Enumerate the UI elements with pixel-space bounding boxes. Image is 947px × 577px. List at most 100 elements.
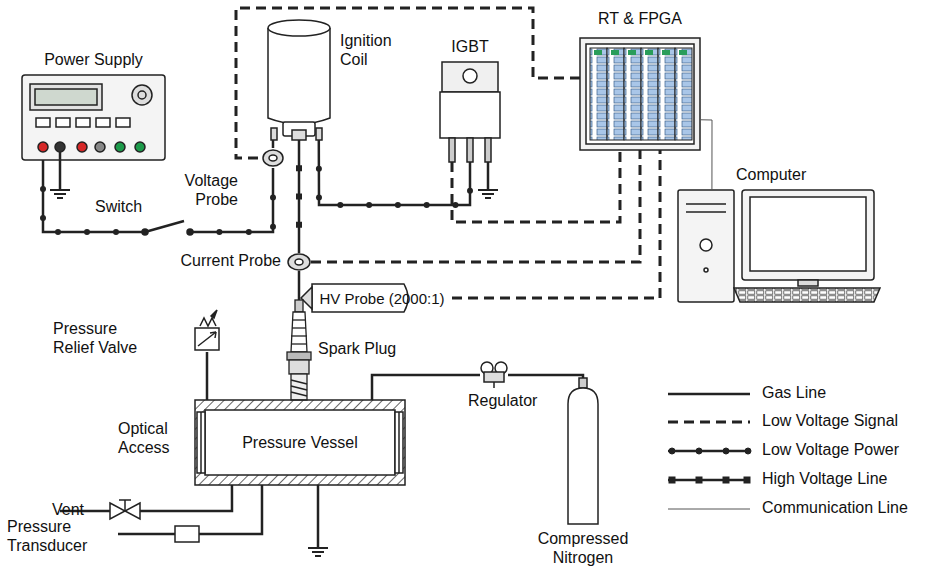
- computer-illustration-part: [734, 288, 880, 302]
- rt-fpga-chassis-part: [628, 50, 636, 55]
- node-label: Pressure Vessel: [242, 434, 358, 452]
- connector-group: [40, 160, 145, 235]
- callout-label: Optical Access: [118, 420, 190, 458]
- power-line-dot: [40, 215, 46, 221]
- vent-valve-symbol-part: [124, 500, 126, 511]
- legend-label: Gas Line: [762, 384, 826, 403]
- power-line: [272, 140, 275, 148]
- power-supply-illustration-part: [96, 118, 110, 127]
- regulator: Regulator: [480, 362, 508, 388]
- hv-line: [298, 271, 301, 300]
- legend-samples-part: [696, 477, 702, 483]
- power-line-dot: [84, 229, 90, 235]
- probe-ring-part: [263, 150, 283, 166]
- power-supply: Power Supply: [22, 75, 165, 160]
- regulator-symbol-part: [493, 382, 495, 388]
- pressure-vessel-illustration-part: [398, 412, 400, 473]
- pressure-vessel-illustration-part: [205, 410, 395, 475]
- spark-plug-illustration-part: [291, 312, 307, 352]
- power-supply-illustration-part: [56, 118, 70, 127]
- computer-illustration-part: [678, 190, 734, 302]
- power-line-dot: [113, 229, 119, 235]
- node-label: Ignition Coil: [340, 32, 402, 70]
- power-supply-illustration-part: [115, 142, 125, 152]
- power-supply-illustration-part: [55, 142, 65, 152]
- rt-fpga-chassis-part: [624, 48, 641, 140]
- relief-valve-symbol-part: [195, 328, 219, 350]
- power-line-dot: [467, 188, 473, 194]
- vent-valve: Vent: [110, 500, 140, 522]
- power-line-dot: [270, 224, 276, 230]
- pressure-transducer-symbol-part: [175, 526, 199, 542]
- current-probe: Current Probe: [287, 253, 311, 271]
- ignition-coil-illustration-part: [316, 128, 322, 140]
- hv-probe: HV Probe (2000:1): [312, 284, 452, 312]
- power-supply-illustration-part: [95, 142, 105, 152]
- node-label: Regulator: [468, 392, 568, 411]
- pressure-vessel-illustration-part: [308, 547, 328, 549]
- pressure-vessel-illustration-part: [315, 555, 321, 557]
- igbt-illustration-part: [478, 189, 498, 191]
- node-label: Voltage Probe: [176, 172, 238, 210]
- spark-plug-illustration-part: [291, 335, 307, 336]
- node-label: IGBT: [420, 38, 520, 57]
- gas-line: [206, 352, 209, 400]
- computer-illustration-part: [704, 268, 708, 272]
- connector-group: [452, 150, 660, 298]
- power-supply-illustration-part: [138, 91, 146, 99]
- power-line-dot: [40, 186, 46, 192]
- spark-plug-illustration-part: [292, 319, 306, 320]
- spark-plug-illustration-part: [291, 343, 307, 344]
- rt-fpga-chassis-part: [662, 50, 670, 55]
- node-label: Power Supply: [22, 51, 165, 70]
- legend-samples-part: [745, 448, 751, 454]
- spark-plug-illustration-part: [295, 300, 303, 312]
- node-label: RT & FPGA: [570, 10, 710, 29]
- ignition-coil-illustration-part: [271, 128, 277, 140]
- node-label: Switch: [95, 198, 165, 217]
- connector-group: [508, 375, 583, 378]
- gas-line: [372, 375, 480, 400]
- hv-line-square: [296, 194, 302, 200]
- computer-illustration-part: [700, 239, 712, 251]
- power-line-dot: [270, 194, 276, 200]
- spark-plug-illustration-part: [292, 327, 306, 328]
- power-supply-illustration-part: [59, 152, 62, 190]
- connector-group: [272, 140, 273, 148]
- node-label: Computer: [736, 166, 846, 185]
- gas-cylinder-illustration-part: [579, 378, 587, 388]
- signal-line: [311, 150, 640, 262]
- signal-line: [452, 150, 620, 222]
- spark-plug-illustration-part: [291, 392, 307, 396]
- computer-illustration-part: [742, 190, 874, 280]
- pressure-vessel-illustration-part: [197, 412, 205, 473]
- power-supply-illustration-part: [38, 142, 48, 152]
- legend-label: Communication Line: [762, 499, 908, 518]
- legend-samples: [668, 394, 751, 509]
- power-line-dot: [316, 195, 322, 201]
- power-supply-illustration-part: [54, 193, 66, 195]
- ignition-coil: Ignition Coil: [266, 18, 332, 140]
- relief-valve-symbol-part: [200, 318, 216, 326]
- rt-fpga-chassis-part: [586, 44, 694, 144]
- gas-cylinder: Compressed Nitrogen: [566, 378, 600, 526]
- rt-fpga-chassis-part: [594, 50, 602, 55]
- gas-line: [199, 485, 262, 534]
- pressure-transducer-symbol-part: [118, 533, 175, 536]
- legend-samples-part: [668, 479, 750, 482]
- rt-fpga-chassis-part: [679, 50, 687, 55]
- ignition-coil-illustration-part: [292, 130, 306, 140]
- power-line: [43, 160, 145, 232]
- power-supply-illustration-part: [36, 118, 50, 127]
- computer-illustration-part: [686, 211, 726, 213]
- legend-samples-part: [668, 421, 750, 424]
- pressure-vessel-illustration-part: [195, 400, 405, 485]
- connector-group: [372, 375, 480, 400]
- legend-label: High Voltage Line: [762, 470, 887, 489]
- signal-line: [452, 150, 660, 298]
- spark-plug-illustration-part: [291, 380, 307, 384]
- node-label: Compressed Nitrogen: [528, 530, 638, 568]
